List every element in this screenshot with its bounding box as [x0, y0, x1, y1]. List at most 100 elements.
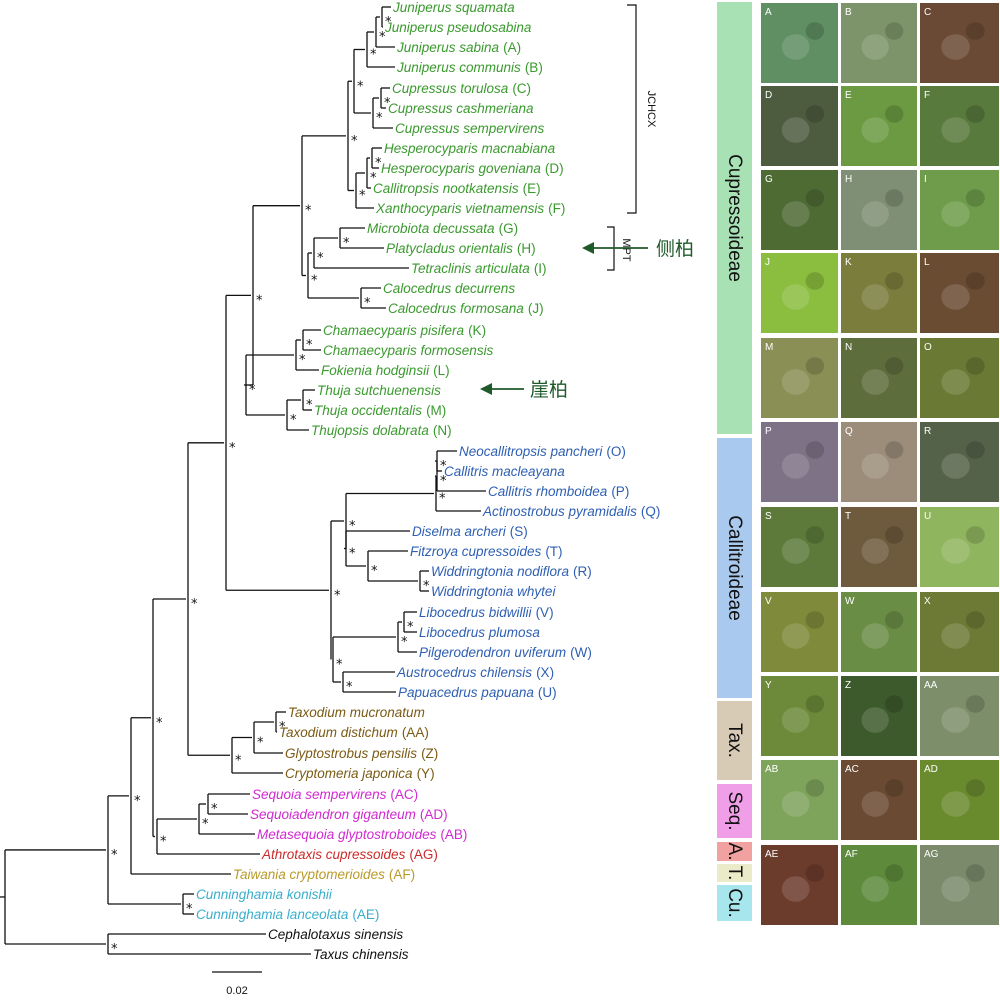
taxon-name: Calocedrus formosana	[388, 301, 524, 316]
support-star: *	[357, 79, 364, 94]
support-star: *	[440, 459, 447, 474]
taxon-photo-code: (F)	[548, 201, 565, 216]
cone-shape	[781, 876, 810, 902]
photo-letter: F	[924, 90, 930, 101]
support-star: *	[334, 588, 341, 603]
photo-fill	[920, 170, 999, 250]
cone-shape	[781, 707, 810, 733]
photo-fill	[920, 253, 999, 333]
photo-fill	[841, 845, 917, 925]
support-star: *	[349, 519, 356, 534]
taxon-label-metasequoia-glyptostroboides: Metasequoia glyptostroboides(AB)	[257, 827, 467, 842]
photo-panel-t: T	[841, 507, 917, 587]
cone-shape	[941, 284, 970, 310]
photo-fill	[920, 845, 999, 925]
band-label: Seq.	[724, 791, 745, 830]
jchcx-bracket: JCHCX	[627, 4, 657, 214]
taxon-photo-code: (AA)	[402, 725, 429, 740]
taxon-photo-code: (X)	[536, 665, 554, 680]
photo-letter: S	[765, 511, 772, 522]
support-star: *	[440, 474, 447, 489]
taxon-photo-code: (AD)	[420, 807, 448, 822]
taxon-photo-code: (V)	[536, 605, 554, 620]
photo-panel-c: C	[920, 3, 999, 83]
taxon-label-fokienia-hodginsii: Fokienia hodginsii(L)	[321, 363, 450, 378]
taxon-photo-code: (Q)	[641, 504, 661, 519]
cone-shape	[861, 369, 889, 395]
cone-shape	[885, 441, 904, 459]
taxon-label-taxus-chinensis: Taxus chinensis	[313, 947, 409, 962]
support-star: *	[134, 794, 141, 809]
cone-shape	[861, 538, 889, 564]
cone-shape	[781, 34, 810, 60]
support-star: *	[279, 720, 286, 735]
photo-fill	[761, 86, 838, 166]
photo-fill	[920, 338, 999, 418]
cone-shape	[805, 779, 825, 797]
support-star: *	[256, 293, 263, 308]
photo-letter: AG	[924, 849, 939, 860]
taxon-photo-code: (P)	[611, 484, 629, 499]
photo-fill	[761, 676, 838, 756]
cone-shape	[965, 357, 985, 375]
taxon-label-diselma-archeri: Diselma archeri(S)	[412, 524, 528, 539]
taxon-photo-code: (Z)	[421, 746, 438, 761]
taxon-label-juniperus-squamata: Juniperus squamata	[392, 0, 515, 15]
taxon-name: Sequoiadendron giganteum	[250, 807, 416, 822]
taxon-label-microbiota-decussata: Microbiota decussata(G)	[367, 221, 518, 236]
cone-shape	[941, 791, 970, 817]
taxon-name: Cupressus sempervirens	[395, 121, 545, 136]
support-star: *	[336, 658, 343, 673]
taxon-name: Libocedrus plumosa	[419, 625, 540, 640]
photo-panel-v: V	[761, 592, 838, 672]
cone-shape	[861, 623, 889, 649]
cone-shape	[861, 707, 889, 733]
taxon-label-hesperocyparis-macnabiana: Hesperocyparis macnabiana	[384, 141, 556, 156]
photo-fill	[841, 86, 917, 166]
taxon-label-calocedrus-formosana: Calocedrus formosana(J)	[388, 301, 544, 316]
cone-shape	[941, 876, 970, 902]
taxon-name: Cunninghamia lanceolata	[196, 907, 349, 922]
taxon-name: Austrocedrus chilensis	[396, 665, 532, 680]
cone-shape	[861, 201, 889, 227]
cone-shape	[965, 189, 985, 207]
cone-shape	[861, 117, 889, 143]
support-star: *	[257, 736, 264, 751]
taxon-label-callitropsis-nootkatensis: Callitropsis nootkatensis(E)	[373, 181, 541, 196]
cone-shape	[805, 105, 825, 123]
photo-letter: B	[845, 7, 852, 18]
band-tax	[717, 701, 752, 780]
taxon-photo-code: (M)	[426, 403, 446, 418]
taxon-name: Glyptostrobus pensilis	[285, 746, 417, 761]
taxon-label-widdringtonia-nodiflora: Widdringtonia nodiflora(R)	[431, 564, 592, 579]
photo-panel-d: D	[761, 86, 838, 166]
photo-panel-p: P	[761, 422, 838, 502]
taxon-label-libocedrus-bidwillii: Libocedrus bidwillii(V)	[419, 605, 554, 620]
photo-letter: A	[765, 7, 772, 18]
band-label: Callitroideae	[724, 515, 745, 621]
cone-shape	[781, 538, 810, 564]
photo-letter: P	[765, 426, 772, 437]
cone-shape	[885, 779, 904, 797]
photo-panel-j: J	[761, 253, 838, 333]
cone-shape	[805, 189, 825, 207]
taxon-label-thujopsis-dolabrata: Thujopsis dolabrata(N)	[311, 423, 452, 438]
cone-shape	[861, 791, 889, 817]
taxon-photo-code: (AE)	[352, 907, 379, 922]
taxon-photo-code: (E)	[523, 181, 541, 196]
photo-letter: AF	[845, 849, 858, 860]
cone-shape	[885, 695, 904, 713]
support-star: *	[376, 111, 383, 126]
support-star: *	[111, 848, 118, 863]
band-cupressoideae	[717, 2, 752, 434]
photo-letter: U	[924, 511, 931, 522]
photo-fill	[920, 86, 999, 166]
taxon-label-chamaecyparis-pisifera: Chamaecyparis pisifera(K)	[323, 323, 486, 338]
band-callitroideae	[717, 438, 752, 698]
support-star: *	[364, 296, 371, 311]
taxon-photo-code: (AF)	[389, 867, 415, 882]
taxon-name: Cephalotaxus sinensis	[268, 927, 403, 942]
photo-fill	[920, 422, 999, 502]
band-label: T.	[724, 866, 745, 881]
